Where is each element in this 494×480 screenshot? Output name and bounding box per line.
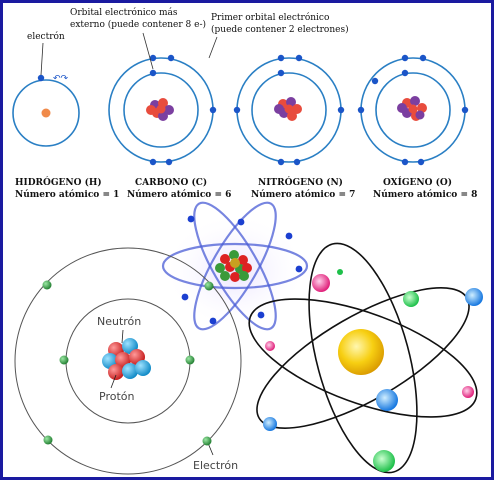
electron-dot <box>263 417 277 431</box>
atom-name-oxygen: OXÍGENO (O) <box>383 176 452 188</box>
electron-dot <box>461 106 469 114</box>
electron-dot <box>401 54 409 62</box>
electron-dot <box>401 69 409 77</box>
first-orbital-label-line2: (puede contener 2 electrones) <box>211 24 349 35</box>
hydrogen-atom: ↶↷ <box>12 74 80 147</box>
nucleus <box>41 108 51 118</box>
electron-dot <box>337 269 343 275</box>
electron-dot <box>417 158 425 166</box>
electron-dot <box>165 158 173 166</box>
first-orbit <box>12 79 80 147</box>
outer-shell <box>14 247 242 475</box>
electron-dot <box>357 106 365 114</box>
electron-dot <box>376 389 398 411</box>
nitrogen-atom <box>233 54 345 166</box>
rutherford-atom-illustration <box>161 201 309 331</box>
electron-dot <box>42 280 52 290</box>
electron-dot <box>293 158 301 166</box>
atom-name-nitrogen: NITRÓGENO (N) <box>258 176 343 188</box>
colorful-orbit-atom <box>248 242 483 474</box>
electron-dot <box>419 54 427 62</box>
electron-dot <box>265 341 275 351</box>
electron-dot <box>202 436 212 446</box>
electron-dot <box>167 54 175 62</box>
electron-dot <box>204 281 214 291</box>
atom-number-carbon: Número atómico = 6 <box>127 189 231 200</box>
first-orbital-label-line1: Primer orbital electrónico <box>211 12 329 23</box>
electron-dot <box>373 450 395 472</box>
electron-dot <box>149 158 157 166</box>
nucleus <box>215 250 252 282</box>
leader-lines <box>40 32 218 76</box>
nucleus <box>274 97 302 121</box>
first-orbit <box>123 72 199 148</box>
nucleus <box>102 338 151 380</box>
electron-dot <box>209 106 217 114</box>
spin-mark: ↶↷ <box>53 74 69 84</box>
electron-dot <box>403 291 419 307</box>
proton-label: Protón <box>99 390 134 403</box>
electron-dot <box>277 158 285 166</box>
outer-orbital-label-line1: Orbital electrónico más <box>70 7 178 18</box>
electron-dot <box>401 158 409 166</box>
first-orbit <box>375 72 451 148</box>
electron-dot <box>312 274 330 292</box>
atom-number-nitrogen: Número atómico = 7 <box>251 189 355 200</box>
nucleus <box>338 329 384 375</box>
atom-name-hydrogen: HIDRÓGENO (H) <box>15 176 102 188</box>
electron-dot <box>37 74 45 82</box>
electron-dot <box>149 54 157 62</box>
outer-orbital-label-line2: externo (puede contener 8 e-) <box>70 19 206 30</box>
oxygen-atom <box>357 54 469 166</box>
electron-dot <box>337 106 345 114</box>
electron-dot <box>462 386 474 398</box>
electron-dot <box>233 106 241 114</box>
first-orbit <box>251 72 327 148</box>
electron-dot <box>295 54 303 62</box>
electron-dot <box>149 69 157 77</box>
atom-diagram-figure: ↶↷ <box>12 7 483 475</box>
bohr-model <box>14 247 242 475</box>
electron-dot <box>43 435 53 445</box>
electron-dot <box>277 69 285 77</box>
atom-number-oxygen: Número atómico = 8 <box>373 189 477 200</box>
carbon-atom <box>108 54 217 166</box>
neutron-label: Neutrón <box>97 315 141 328</box>
nucleus <box>397 96 427 121</box>
electron-dot <box>277 54 285 62</box>
electron-dot <box>371 77 379 85</box>
electron-dot <box>185 355 195 365</box>
electron-label: electrón <box>27 31 65 42</box>
electron-label-bohr: Electrón <box>193 459 238 472</box>
atom-number-hydrogen: Número atómico = 1 <box>15 189 119 200</box>
atom-name-carbon: CARBONO (C) <box>135 177 207 188</box>
electron-dot <box>465 288 483 306</box>
nucleus <box>146 98 174 121</box>
electron-dot <box>59 355 69 365</box>
